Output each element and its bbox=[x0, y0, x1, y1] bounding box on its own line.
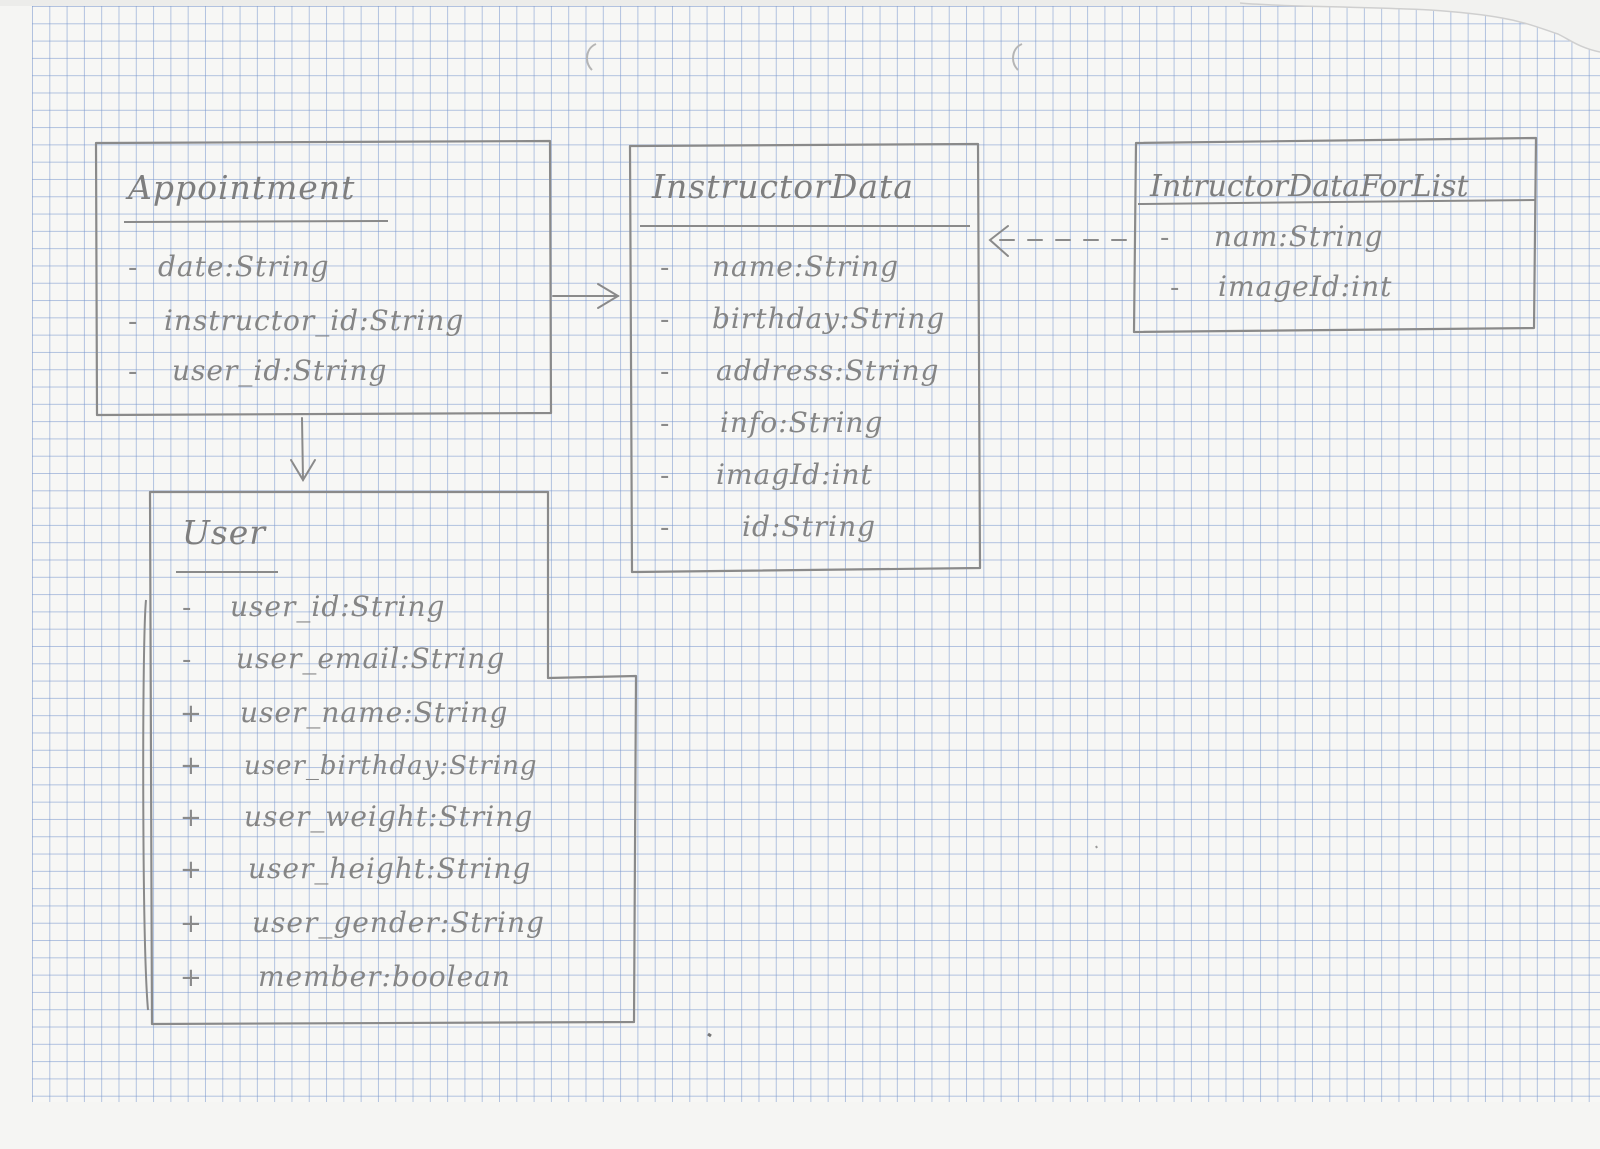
class-appointment-attr-visibility: - bbox=[128, 253, 137, 283]
class-user-attr: user_id:String bbox=[230, 590, 445, 623]
class-user-box bbox=[148, 490, 638, 1026]
association-line bbox=[301, 417, 304, 481]
arrowhead-icon bbox=[988, 225, 1009, 257]
class-user-left-stroke bbox=[142, 599, 149, 1011]
class-user[interactable]: User - user_id:String - user_email:Strin… bbox=[142, 490, 638, 1026]
class-instructor-data-name: InstructorData bbox=[651, 167, 914, 206]
class-instructor-data-for-list-divider bbox=[1137, 199, 1537, 205]
class-appointment-attr-visibility: - bbox=[128, 357, 137, 387]
class-user-attr-visibility: - bbox=[182, 593, 191, 623]
class-user-attr: user_birthday:String bbox=[244, 751, 537, 781]
class-instructor-data-attr: address:String bbox=[716, 354, 939, 387]
arrowhead-icon bbox=[290, 459, 316, 482]
class-instructor-data-attr: imagId:int bbox=[716, 458, 873, 491]
class-instructor-data-for-list-box bbox=[1132, 136, 1538, 334]
class-user-attr-visibility: + bbox=[180, 699, 202, 729]
class-instructor-data-for-list-attr-visibility: - bbox=[1160, 223, 1169, 253]
class-instructor-data-attr: id:String bbox=[742, 510, 876, 543]
class-user-name: User bbox=[182, 513, 267, 552]
class-instructor-data-attr-visibility: - bbox=[660, 253, 669, 283]
class-instructor-data-for-list-name: IntructorDataForList bbox=[1149, 169, 1470, 204]
dependency-list-to-instructor-data bbox=[988, 225, 1127, 257]
class-instructor-data[interactable]: InstructorData - name:String - birthday:… bbox=[628, 142, 982, 574]
class-user-attr: user_gender:String bbox=[252, 906, 545, 939]
class-instructor-data-for-list-attr: nam:String bbox=[1214, 220, 1383, 253]
association-appointment-to-instructor-data bbox=[552, 283, 620, 309]
class-appointment[interactable]: Appointment - date:String - instructor_i… bbox=[94, 139, 553, 417]
class-appointment-attr: date:String bbox=[158, 250, 330, 283]
class-instructor-data-attr-visibility: - bbox=[660, 513, 669, 543]
class-user-attr-visibility: - bbox=[182, 645, 191, 675]
paper-left-margin bbox=[0, 0, 32, 1149]
class-user-attr: user_height:String bbox=[248, 852, 531, 885]
class-instructor-data-for-list-attr: imageId:int bbox=[1218, 270, 1392, 303]
class-appointment-attr: instructor_id:String bbox=[164, 304, 464, 337]
class-user-attr: user_email:String bbox=[236, 642, 505, 675]
class-instructor-data-attr: info:String bbox=[720, 406, 883, 439]
class-appointment-name-underline bbox=[123, 220, 389, 223]
class-instructor-data-attr-visibility: - bbox=[660, 305, 669, 335]
class-user-attr-visibility: + bbox=[180, 855, 202, 885]
class-instructor-data-for-list-attr-visibility: - bbox=[1170, 273, 1179, 303]
class-user-attr: user_weight:String bbox=[244, 800, 533, 833]
paper-bottom-margin bbox=[0, 1102, 1600, 1149]
paper-top-edge bbox=[0, 0, 1600, 6]
pencil-dot bbox=[707, 1032, 712, 1038]
class-user-attr-visibility: + bbox=[180, 909, 202, 939]
class-user-attr-visibility: + bbox=[180, 803, 202, 833]
class-appointment-attr-visibility: - bbox=[128, 307, 137, 337]
binder-hole-left bbox=[586, 43, 597, 71]
class-user-attr: user_name:String bbox=[240, 696, 508, 729]
class-instructor-data-attr: birthday:String bbox=[712, 302, 945, 335]
class-instructor-data-attr-visibility: - bbox=[660, 409, 669, 439]
class-appointment-box bbox=[94, 139, 553, 417]
class-appointment-name: Appointment bbox=[125, 168, 355, 207]
class-instructor-data-for-list[interactable]: IntructorDataForList - nam:String - imag… bbox=[1132, 136, 1538, 334]
pencil-dot bbox=[1095, 845, 1098, 849]
class-instructor-data-attr: name:String bbox=[712, 250, 899, 283]
binder-hole-right bbox=[1012, 43, 1023, 71]
torn-paper-corner bbox=[1240, 0, 1600, 53]
arrowhead-icon bbox=[597, 283, 620, 309]
class-instructor-data-attr-visibility: - bbox=[660, 357, 669, 387]
class-user-attr-visibility: + bbox=[180, 963, 202, 993]
association-appointment-to-user bbox=[290, 417, 316, 482]
class-instructor-data-box bbox=[628, 142, 982, 574]
class-user-attr-visibility: + bbox=[180, 751, 202, 781]
class-instructor-data-attr-visibility: - bbox=[660, 461, 669, 491]
class-appointment-attr: user_id:String bbox=[172, 354, 387, 387]
class-user-attr: member:boolean bbox=[258, 960, 511, 993]
